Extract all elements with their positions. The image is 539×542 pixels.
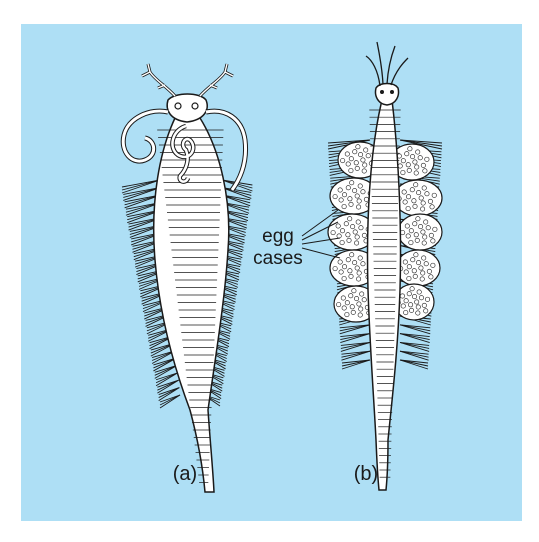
label-a: (a): [173, 463, 197, 485]
figure-panel: egg cases (a) (b): [21, 24, 522, 521]
annotation-cases-text: cases: [253, 248, 303, 269]
annotation-egg-text: egg: [262, 226, 294, 247]
label-b: (b): [354, 463, 378, 485]
figure-background: [21, 24, 522, 521]
